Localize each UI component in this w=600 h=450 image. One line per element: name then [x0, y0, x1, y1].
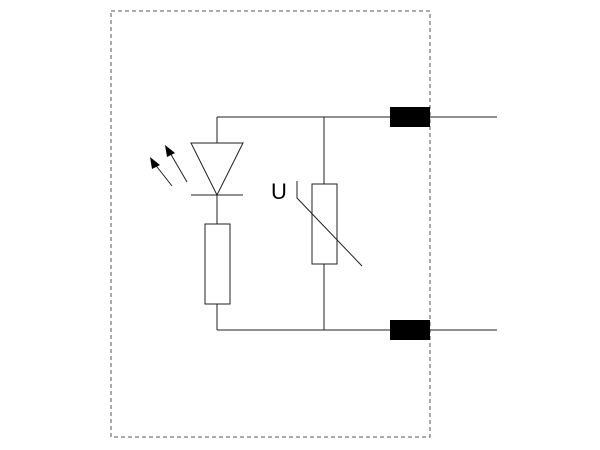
led-light-arrows: [150, 145, 188, 187]
light-arrow-1-head: [165, 145, 175, 157]
led-triangle: [190, 142, 244, 197]
series-resistor: [204, 223, 231, 305]
terminal-top: [390, 107, 430, 127]
enclosure-boundary: [110, 10, 431, 438]
light-arrow-2-shaft: [153, 162, 173, 187]
light-arrow-1-shaft: [168, 150, 188, 183]
led: [150, 142, 244, 197]
varistor: U: [271, 179, 363, 267]
light-arrow-2-head: [150, 157, 160, 169]
terminal-bottom: [390, 320, 430, 340]
varistor-label: U: [271, 179, 287, 204]
varistor-diagonal: [296, 181, 363, 267]
varistor-body: [311, 183, 338, 265]
